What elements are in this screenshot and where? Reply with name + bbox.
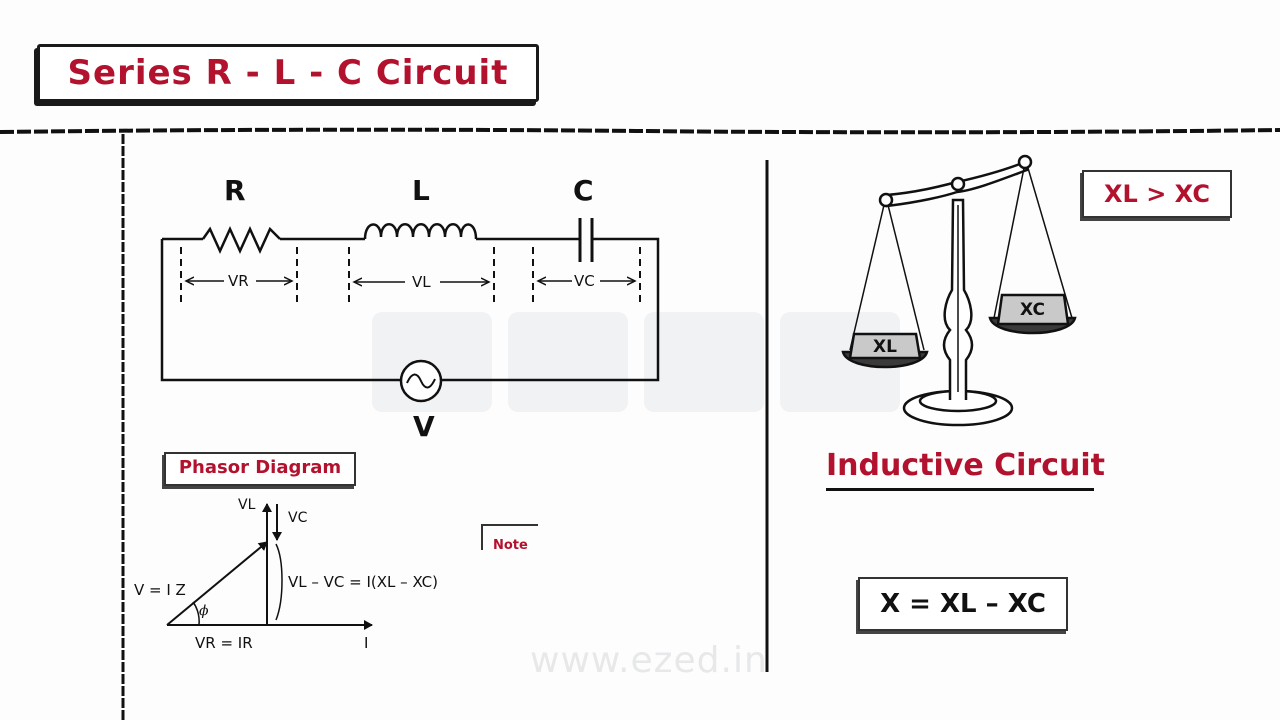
resistor-label: R bbox=[224, 174, 246, 207]
note-box: Note bbox=[481, 524, 538, 550]
title-box: Series R - L - C Circuit bbox=[37, 44, 539, 102]
resistor-symbol bbox=[201, 225, 281, 255]
reactance-formula: X = XL – XC bbox=[858, 577, 1068, 631]
voltage-spans bbox=[180, 247, 641, 302]
page-title: Series R - L - C Circuit bbox=[67, 53, 509, 93]
phasor-heading: Phasor Diagram bbox=[178, 457, 342, 478]
phasor-vl-label: VL bbox=[238, 497, 256, 513]
phasor-phi: ϕ bbox=[199, 603, 209, 619]
inductive-heading: Inductive Circuit bbox=[826, 448, 1105, 483]
phasor-vc-label: VC bbox=[288, 510, 308, 526]
capacitor-symbol bbox=[578, 218, 594, 262]
voltage-arrows bbox=[186, 281, 635, 282]
circuit-wires bbox=[160, 237, 660, 382]
inductor-symbol bbox=[363, 223, 478, 240]
note-label: Note bbox=[493, 538, 528, 550]
inductor-label: L bbox=[412, 174, 430, 207]
balance-scale bbox=[841, 154, 1077, 427]
phasor-diagram bbox=[166, 503, 373, 630]
phasor-vr-eq: VR = IR bbox=[195, 634, 253, 652]
watermark-logo bbox=[372, 312, 900, 412]
comparison-box: XL > XC bbox=[1082, 170, 1232, 218]
vr-span-label: VR bbox=[228, 272, 249, 290]
right-pan-label: XC bbox=[1020, 300, 1045, 320]
source-label: V bbox=[413, 410, 435, 443]
ac-source-symbol bbox=[399, 359, 443, 403]
header-divider bbox=[0, 127, 1280, 135]
vl-span-label: VL bbox=[412, 273, 431, 291]
phasor-v-eq: V = I Z bbox=[134, 581, 186, 599]
left-pan-label: XL bbox=[873, 337, 897, 357]
phasor-diff-eq: VL – VC = I(XL – XC) bbox=[288, 573, 438, 591]
watermark-url: www.ezed.in bbox=[530, 640, 768, 681]
phasor-heading-box: Phasor Diagram bbox=[164, 452, 356, 486]
vc-span-label: VC bbox=[574, 272, 595, 290]
inductive-underline bbox=[826, 488, 1094, 491]
capacitor-label: C bbox=[573, 174, 594, 207]
phasor-i-label: I bbox=[364, 634, 369, 652]
